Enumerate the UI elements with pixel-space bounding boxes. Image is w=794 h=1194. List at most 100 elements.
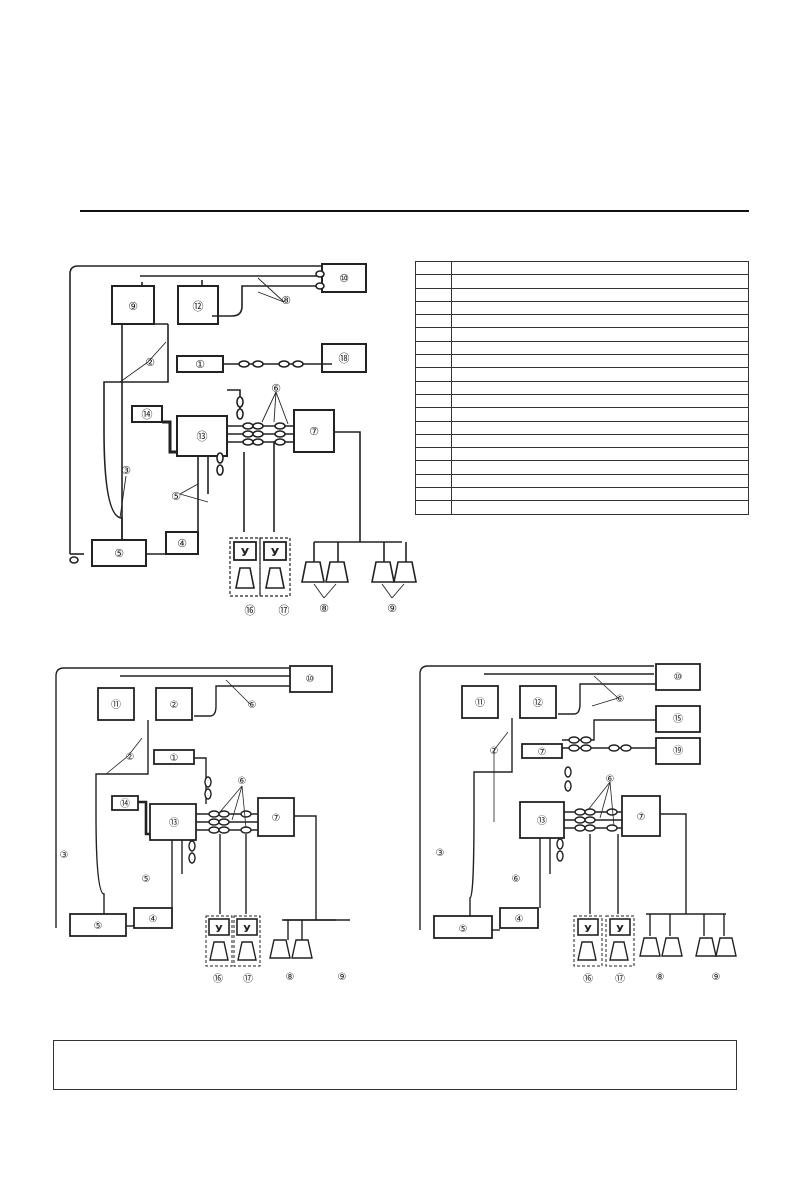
legend-number-cell <box>415 367 452 382</box>
legend-description-cell <box>451 380 749 395</box>
legend-row <box>415 393 749 409</box>
callout-5: ⑧ <box>281 294 291 307</box>
callout-6c: ⑥ <box>512 874 521 885</box>
legend-row <box>415 340 749 356</box>
legend-number-cell <box>415 300 452 316</box>
legend-number-cell <box>415 327 452 342</box>
wiring-diagram-bottom-right: ⑪ ⑫ ⑦ ⑬ ⑤ ④ ⑦ ⑩ ⑮ ⑲ У У ② ③ ⑥ ⑥ ⑥ ⑯ ⑰ ⑧ … <box>414 662 744 990</box>
label-amp2: У <box>243 924 251 935</box>
legend-number-cell <box>415 314 452 329</box>
legend-number-cell <box>415 354 452 369</box>
callout-17: ⑰ <box>615 973 625 985</box>
legend-number-cell <box>415 487 452 502</box>
legend-row <box>415 487 749 502</box>
label-unit14: ⑭ <box>142 408 153 421</box>
label-amp2: У <box>616 924 624 935</box>
label-unit5: ⑤ <box>114 547 124 560</box>
label-amp1: У <box>241 546 250 559</box>
legend-row <box>415 500 749 515</box>
label-unit10: ⑩ <box>674 672 683 683</box>
label-unit1: ① <box>195 358 205 371</box>
callout-5b: ⑤ <box>171 490 181 503</box>
label-unit19: ⑲ <box>673 745 683 757</box>
legend-table <box>415 260 749 515</box>
legend-description-cell <box>451 393 749 409</box>
callout-3: ③ <box>436 848 445 859</box>
label-unit7: ⑦ <box>309 425 319 438</box>
legend-row <box>415 260 749 276</box>
callout-6b: ⑥ <box>248 700 257 711</box>
callout-2: ② <box>145 356 155 369</box>
label-unit4: ④ <box>149 914 158 925</box>
callout-9: ⑨ <box>387 602 397 615</box>
legend-row <box>415 380 749 395</box>
legend-description-cell <box>451 473 749 489</box>
legend-description-cell <box>451 340 749 356</box>
legend-description-cell <box>451 433 749 449</box>
label-unit4: ④ <box>177 537 187 550</box>
label-unit2: ② <box>170 700 179 711</box>
legend-number-cell <box>415 287 452 302</box>
callout-6: ⑥ <box>238 776 247 787</box>
callout-17: ⑰ <box>243 973 253 985</box>
label-amp1: У <box>215 924 223 935</box>
legend-number-cell <box>415 393 452 409</box>
label-unit7: ⑦ <box>272 813 281 824</box>
legend-row <box>415 420 749 435</box>
label-unit13: ⑬ <box>537 815 547 827</box>
legend-description-cell <box>451 274 749 289</box>
legend-description-cell <box>451 260 749 276</box>
label-unit11: ⑪ <box>111 699 121 711</box>
legend-number-cell <box>415 473 452 489</box>
label-unit15: ⑮ <box>673 713 683 725</box>
callout-6: ⑥ <box>606 774 615 785</box>
callout-16: ⑯ <box>583 973 593 985</box>
legend-number-cell <box>415 500 452 515</box>
legend-row <box>415 314 749 329</box>
legend-description-cell <box>451 300 749 316</box>
legend-description-cell <box>451 460 749 475</box>
legend-description-cell <box>451 420 749 435</box>
callout-8: ⑧ <box>319 602 329 615</box>
label-unit3: ⑬ <box>197 430 208 443</box>
label-unit7: ⑦ <box>637 812 646 823</box>
callout-2: ② <box>126 752 135 763</box>
legend-row <box>415 274 749 289</box>
callout-3: ③ <box>121 464 131 477</box>
callout-9: ⑨ <box>712 972 721 983</box>
label-unit10: ⑩ <box>339 272 349 285</box>
section-rule <box>80 210 749 212</box>
legend-row <box>415 447 749 462</box>
legend-description-cell <box>451 367 749 382</box>
note-box <box>53 1040 737 1090</box>
legend-description-cell <box>451 487 749 502</box>
label-unit11: ⑪ <box>475 697 485 709</box>
legend-number-cell <box>415 433 452 449</box>
callout-5: ⑤ <box>142 874 151 885</box>
note-text <box>54 1041 736 1057</box>
legend-number-cell <box>415 260 452 276</box>
legend-description-cell <box>451 407 749 422</box>
label-amp1: У <box>584 924 592 935</box>
label-unit5: ⑤ <box>94 921 103 932</box>
callout-8: ⑧ <box>286 972 295 983</box>
legend-number-cell <box>415 407 452 422</box>
label-unit-center: ⑦ <box>538 747 547 758</box>
legend-description-cell <box>451 500 749 515</box>
legend-description-cell <box>451 354 749 369</box>
legend-row <box>415 367 749 382</box>
label-unit10: ⑩ <box>306 674 315 685</box>
label-unit12: ⑫ <box>533 697 543 709</box>
label-unit18: ⑱ <box>339 352 350 365</box>
callout-6: ⑥ <box>271 382 281 395</box>
legend-row <box>415 433 749 449</box>
label-unit9: ⑨ <box>128 300 138 313</box>
legend-row <box>415 407 749 422</box>
label-unit13: ⑬ <box>169 817 179 829</box>
legend-description-cell <box>451 314 749 329</box>
callout-3: ③ <box>60 850 69 861</box>
legend-number-cell <box>415 447 452 462</box>
legend-description-cell <box>451 287 749 302</box>
label-unit5: ⑤ <box>459 924 468 935</box>
wiring-diagram-top: ⑨ ⑫ ① ⑬ ⑭ ⑤ ④ ⑦ ⑩ ⑱ У У ② ③ ⑧ ⑥ ⑤ ⑯ ⑰ ⑧ … <box>62 262 420 622</box>
